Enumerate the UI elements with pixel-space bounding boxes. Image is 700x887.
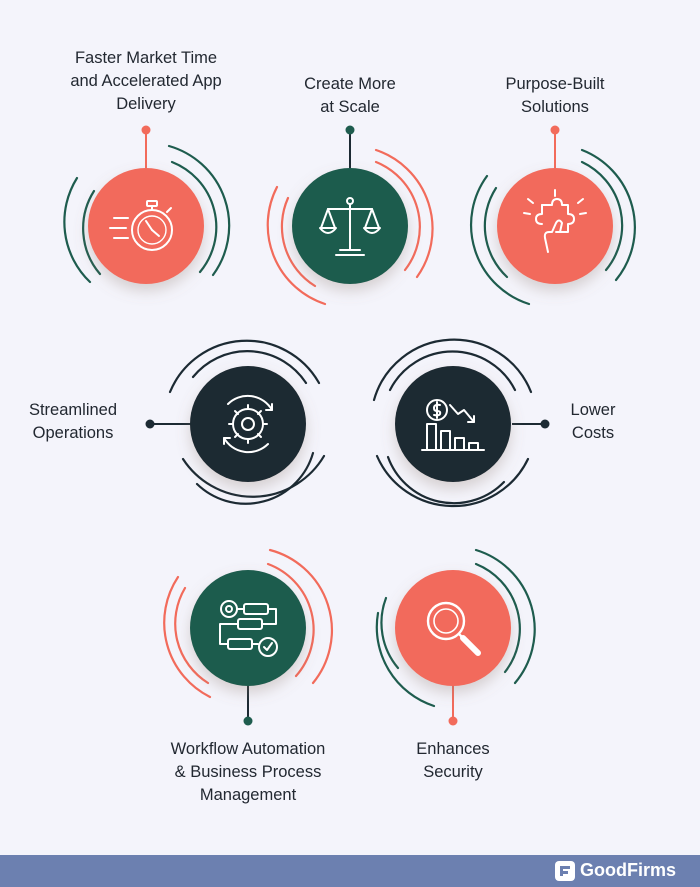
item-workflow [163,548,333,726]
magnifier-icon [426,601,481,656]
item-faster-market [63,125,231,284]
label-security: Enhances Security [416,740,490,781]
label-faster-market: Faster Market Time and Accelerated App D… [70,49,222,113]
label-streamlined-ops: Streamlined Operations [28,401,118,442]
gear-cycle-icon [223,394,273,454]
label-lower-costs: Lower Costs [570,401,616,442]
balance-scale-icon [319,197,381,256]
item-streamlined-ops [145,339,326,505]
goodfirms-logo-icon [554,860,575,881]
puzzle-hand-icon [523,189,587,253]
footer-bar: GoodFirms [0,855,700,887]
workflow-icon [219,600,278,657]
stopwatch-icon [109,200,173,251]
brand-name: GoodFirms [579,860,676,880]
label-workflow: Workflow Automation & Business Process M… [170,740,326,804]
item-create-more [266,125,434,306]
item-security [375,548,536,726]
cost-down-chart-icon [421,399,485,451]
label-create-more: Create More at Scale [304,75,396,116]
brand: GoodFirms [554,860,676,881]
label-purpose-built: Purpose-Built Solutions [505,75,605,116]
item-purpose-built [469,125,636,306]
item-lower-costs [372,338,550,508]
